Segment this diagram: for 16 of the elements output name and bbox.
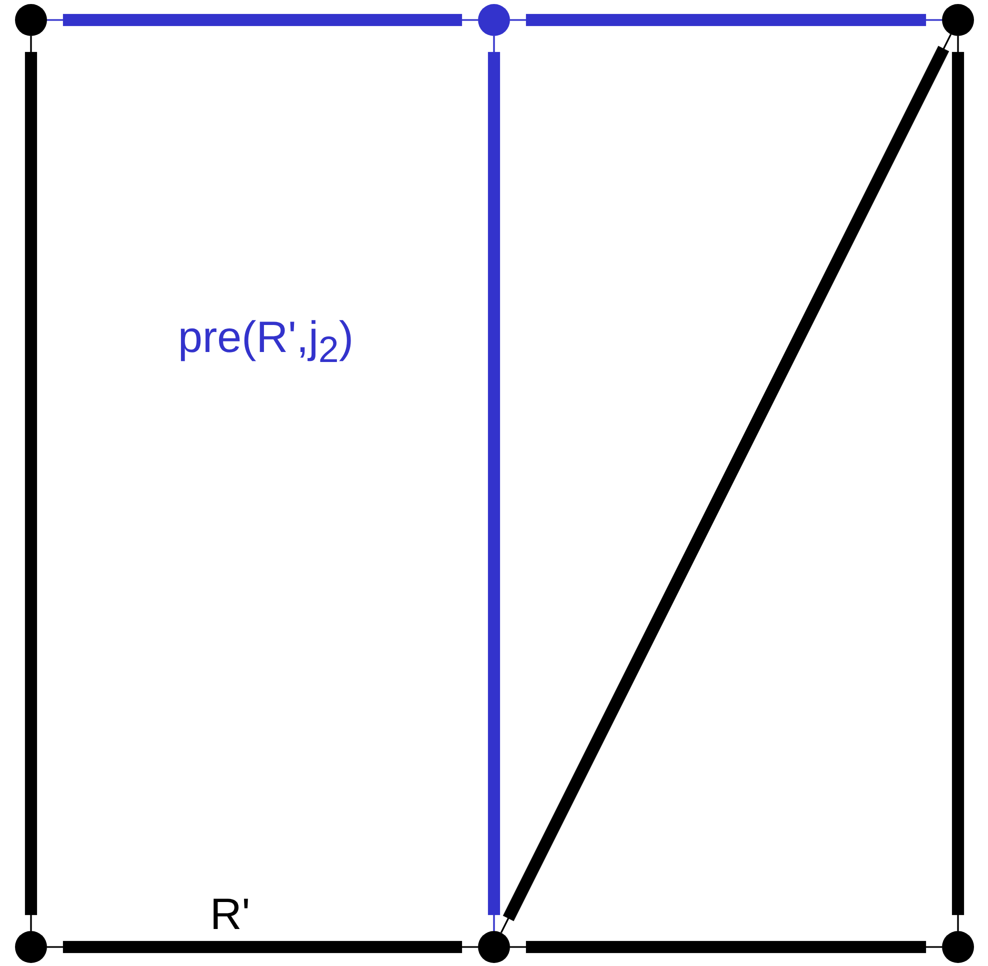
graph-edge (24, 36, 38, 932)
graph-edge (500, 34, 952, 934)
graph-edge (46, 14, 478, 26)
math-label: pre(R',j$_{2}$) (178, 316, 354, 368)
graph-edge (488, 36, 500, 932)
graph-edge (510, 940, 942, 954)
graph-vertex (15, 931, 47, 963)
graph-vertex (942, 4, 974, 36)
graph-vertex (478, 931, 510, 963)
graph-edge (510, 14, 942, 26)
graph-vertex (942, 931, 974, 963)
math-label: R' (210, 893, 250, 937)
graph-edge (46, 940, 478, 954)
graph-vertex (15, 4, 47, 36)
graph-edge (952, 36, 964, 932)
graph-vertex (478, 4, 510, 36)
